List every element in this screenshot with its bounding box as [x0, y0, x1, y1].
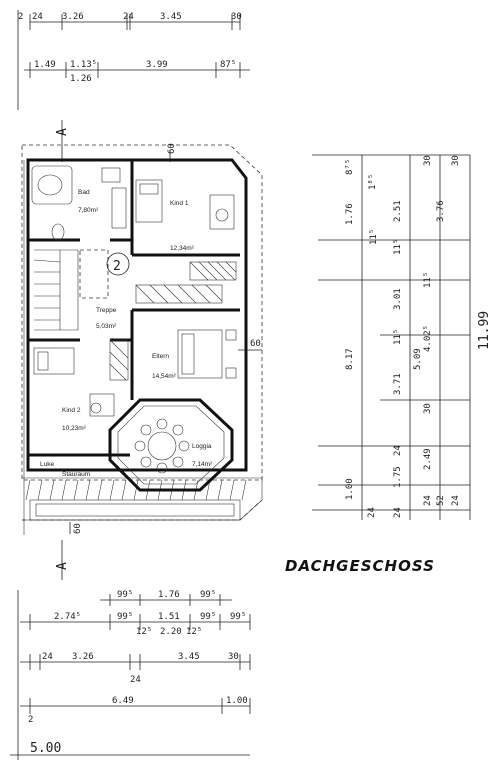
eltern-furniture	[177, 329, 237, 379]
dim-60-top: 60	[167, 143, 177, 154]
bottom-dim-649: 6.49	[112, 696, 134, 706]
dim-60-bottom: 60	[73, 523, 83, 534]
room-area-treppe: 5,03m²	[96, 323, 117, 330]
bottom-dimension-chains: 99⁵ 1.76 99⁵ 2.74⁵ 99⁵ 1.51 99⁵ 99⁵ 12⁵ …	[10, 590, 251, 760]
bottom-dim-995-c: 99⁵	[117, 612, 133, 622]
right-dim-30-c4: 30	[423, 155, 433, 166]
bottom-dim-30: 30	[228, 652, 239, 662]
top-dim-30: 30	[231, 12, 242, 22]
right-dim-376: 3.76	[436, 200, 446, 222]
room-area-eltern: 14,54m²	[152, 373, 177, 380]
bottom-dim-995-d: 99⁵	[200, 612, 216, 622]
stair-number: 2	[113, 259, 121, 274]
right-dim-24-c2b: 24	[393, 507, 403, 518]
right-dim-115-d: 11⁵	[369, 229, 379, 245]
right-dim-817: 8.17	[345, 348, 355, 370]
top-dim-1135: 1.13⁵	[70, 60, 97, 70]
right-dim-115-a: 11⁵	[393, 239, 403, 255]
interior-walls	[28, 160, 240, 457]
right-dim-176: 1.76	[345, 203, 355, 225]
top-dim-326: 3.26	[62, 12, 84, 22]
bottom-dim-151: 1.51	[158, 612, 180, 622]
wardrobe-blocks	[109, 261, 237, 381]
top-dim-24b: 24	[123, 12, 134, 22]
bottom-dim-326: 3.26	[72, 652, 94, 662]
right-dim-4025: 4.02⁵	[423, 325, 433, 352]
right-dim-371: 3.71	[393, 373, 403, 395]
drawing-title: DACHGESCHOSS	[285, 557, 435, 575]
room-name-loggia: Loggia	[192, 443, 212, 450]
right-dim-30-c5: 30	[451, 155, 461, 166]
room-name-luke: Luke	[40, 461, 54, 468]
right-dim-175: 1.75	[393, 466, 403, 488]
right-dim-249: 2.49	[423, 448, 433, 470]
bottom-dim-100: 1.00	[226, 696, 248, 706]
top-dimension-chains: 2 24 3.26 24 3.45 30 1.49 1.13⁵ 3.99 87⁵…	[17, 10, 250, 110]
roof-hatch	[25, 479, 247, 501]
room-area-kind1: 12,34m²	[170, 245, 195, 252]
plan-local-dims: 60 60 60	[69, 143, 262, 534]
section-marker-bottom: A	[55, 562, 70, 570]
room-name-treppe: Treppe	[96, 307, 117, 314]
room-name-eltern: Eltern	[152, 353, 169, 360]
right-dim-24-c1: 24	[367, 507, 377, 518]
right-dim-251: 2.51	[393, 200, 403, 222]
right-dim-24-c4: 24	[451, 495, 461, 506]
bottom-dim-2: 2	[28, 715, 33, 725]
room-area-kind2: 10,23m²	[62, 425, 87, 432]
room-labels: Bad 7,80m² Kind 1 12,34m² Treppe 5,03m² …	[40, 189, 213, 478]
right-dim-115-c: 11⁵	[423, 272, 433, 288]
bottom-dim-995-e: 99⁵	[230, 612, 246, 622]
kind1-furniture	[135, 179, 235, 230]
dim-60-right: 60	[250, 339, 261, 349]
staircase: 2	[33, 249, 130, 331]
right-dim-509: 5.09	[413, 348, 423, 370]
right-dimension-chains: 8⁷⁵ 1.76 1⁸⁵ 8.17 1.00 24 2.51 11⁵ 3.01 …	[312, 154, 492, 520]
room-area-loggia: 7,14m²	[192, 461, 213, 468]
section-marker-top: A	[55, 128, 70, 136]
top-dim-24a: 24	[32, 12, 43, 22]
right-dim-115-b: 11⁵	[393, 329, 403, 345]
right-dim-1199: 11.99	[477, 311, 492, 350]
bottom-dim-24-a: 24	[42, 652, 53, 662]
kind2-furniture	[33, 347, 115, 417]
room-area-bad: 7,80m²	[78, 207, 99, 214]
right-dim-30-c3: 30	[423, 403, 433, 414]
top-dim-875: 87⁵	[220, 60, 236, 70]
right-dim-24-c3: 24	[423, 495, 433, 506]
top-dim-345: 3.45	[160, 12, 182, 22]
top-dim-2: 2	[18, 12, 23, 22]
top-dim-149: 1.49	[34, 60, 56, 70]
room-name-bad: Bad	[78, 189, 90, 196]
right-dim-875: 8⁷⁵	[345, 159, 355, 175]
room-name-kind2: Kind 2	[62, 407, 81, 414]
bottom-dim-220: 2.20	[160, 627, 182, 637]
room-name-kind1: Kind 1	[170, 200, 189, 207]
bottom-dim-995-a: 99⁵	[117, 590, 133, 600]
bottom-dim-24-b: 24	[130, 675, 141, 685]
bottom-dim-125-b: 12⁵	[186, 627, 202, 637]
bottom-dim-125-a: 12⁵	[136, 627, 152, 637]
top-dim-399: 3.99	[146, 60, 168, 70]
right-dim-301: 3.01	[393, 288, 403, 310]
loggia	[108, 398, 234, 492]
right-dim-185: 1⁸⁵	[368, 174, 378, 190]
right-dim-24-c2a: 24	[393, 445, 403, 456]
right-dim-52: 52	[436, 495, 446, 506]
bottom-dim-2745: 2.74⁵	[54, 612, 81, 622]
bathroom-fixtures	[31, 165, 127, 241]
room-name-stauraum: Stauraum	[62, 471, 90, 478]
right-dim-100: 1.00	[345, 478, 355, 500]
bottom-dim-345: 3.45	[178, 652, 200, 662]
bottom-dim-176: 1.76	[158, 590, 180, 600]
bottom-dim-995-b: 99⁵	[200, 590, 216, 600]
bottom-dim-500: 5.00	[30, 741, 61, 756]
top-dim-126: 1.26	[70, 74, 92, 84]
